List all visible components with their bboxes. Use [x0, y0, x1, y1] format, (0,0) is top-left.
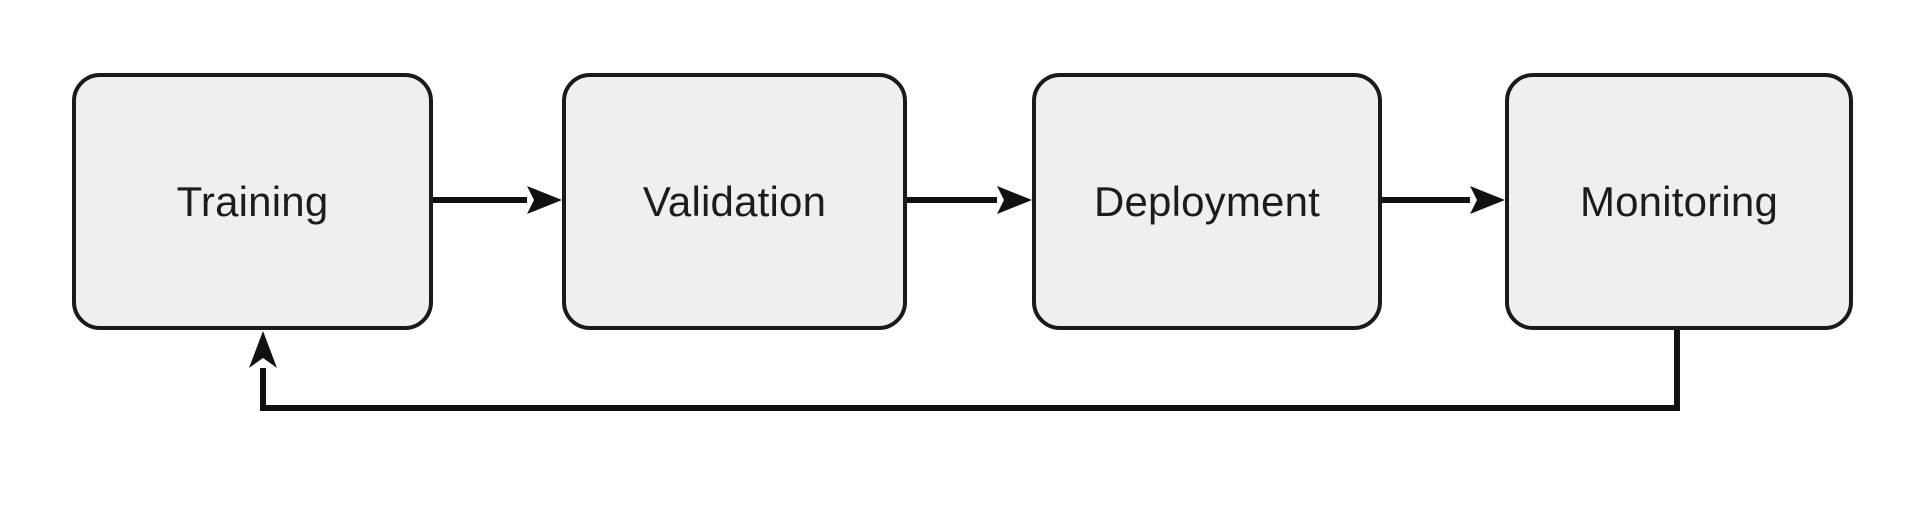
node-label-deployment: Deployment: [1093, 177, 1321, 225]
node-label-monitoring: Monitoring: [1579, 177, 1779, 225]
node-label-training: Training: [176, 177, 329, 225]
node-monitoring[interactable]: Monitoring: [1505, 73, 1853, 330]
node-training[interactable]: Training: [72, 73, 433, 330]
arrowhead-icon: [997, 186, 1032, 214]
node-validation[interactable]: Validation: [562, 73, 907, 330]
node-deployment[interactable]: Deployment: [1032, 73, 1382, 330]
arrowhead-icon: [1470, 186, 1505, 214]
connector-deployment-to-monitoring[interactable]: [1382, 186, 1505, 214]
feedback-loop-line: [260, 330, 1680, 411]
node-label-validation: Validation: [642, 177, 827, 225]
arrowhead-icon: [527, 186, 562, 214]
connector-training-to-validation[interactable]: [433, 186, 562, 214]
connector-validation-to-deployment[interactable]: [907, 186, 1032, 214]
arrowhead-icon: [249, 331, 277, 368]
connector-monitoring-to-training-feedback[interactable]: [249, 330, 1680, 411]
